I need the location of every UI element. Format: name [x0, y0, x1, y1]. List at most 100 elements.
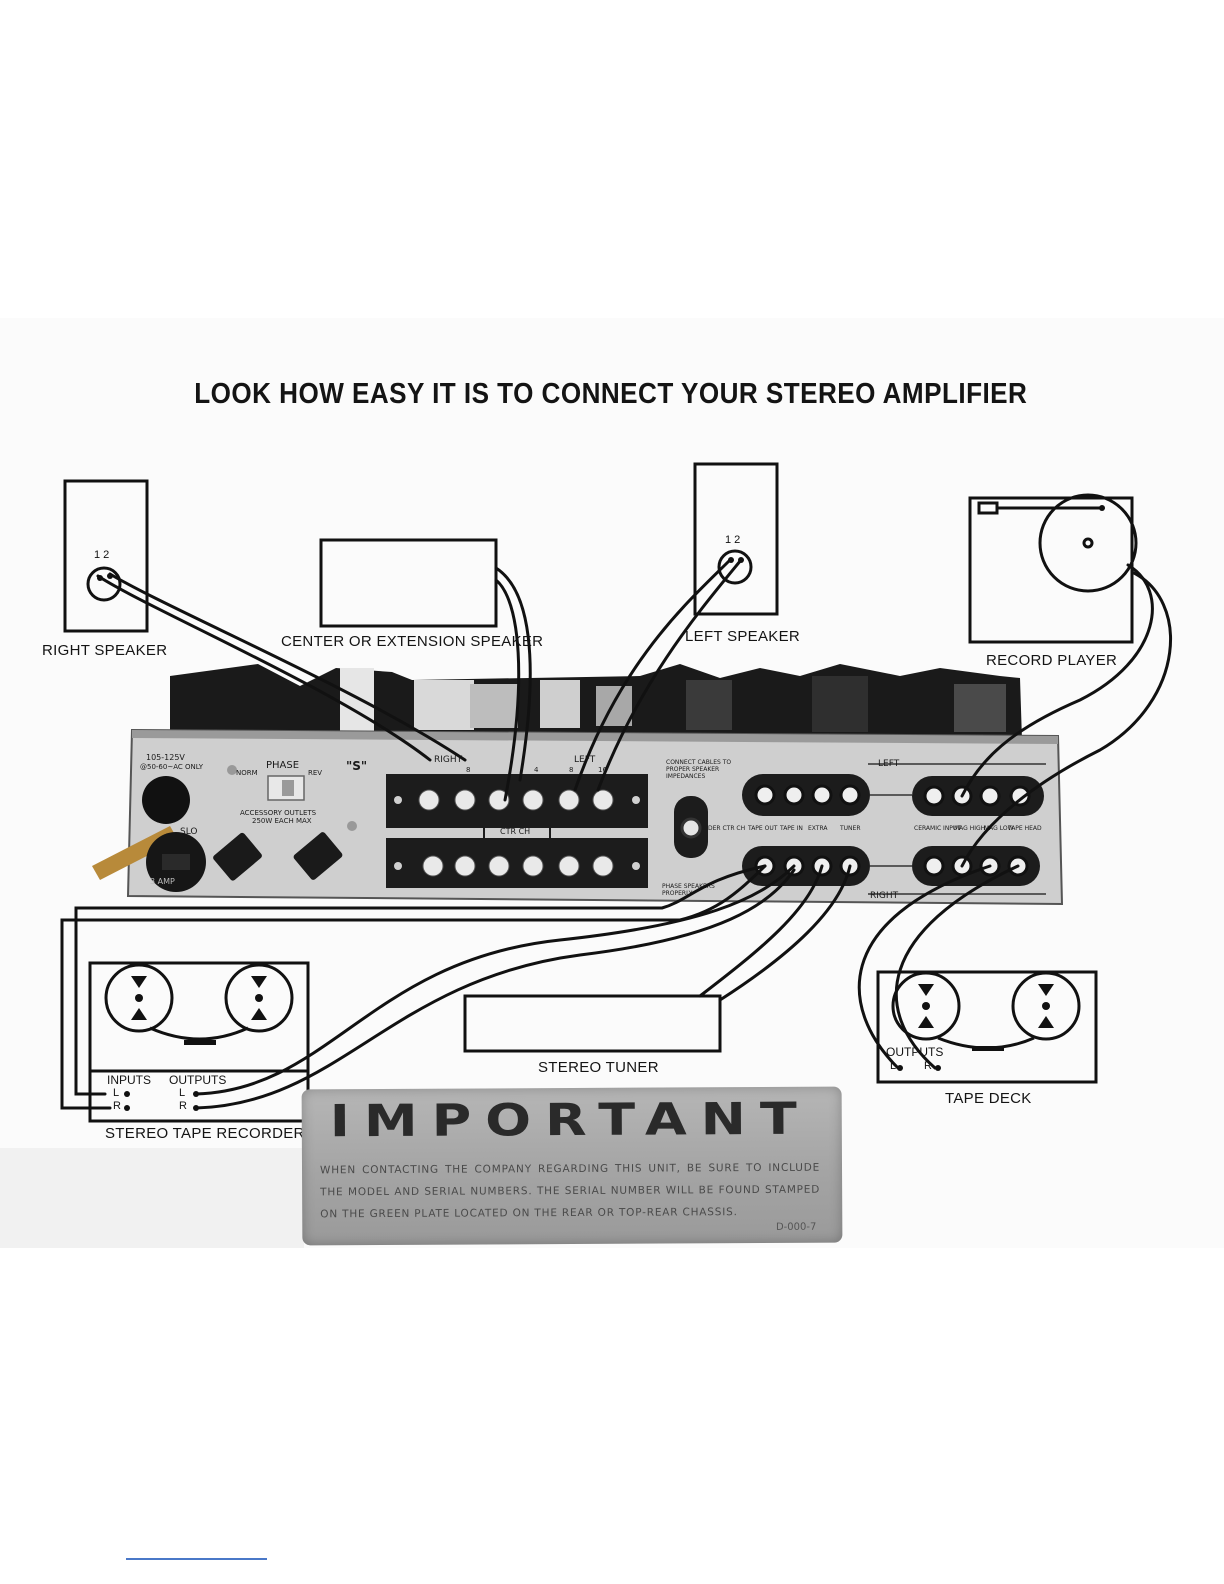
plug-dot	[738, 557, 744, 563]
fuse-rating: 3 AMP	[150, 877, 175, 886]
right-speaker-cable-1	[96, 574, 432, 762]
turntable-platter-icon	[1038, 493, 1138, 593]
left-speaker-terminal-numbers: 1 2	[725, 534, 740, 546]
tape-deck-outputs-label: OUTPUTS	[886, 1045, 944, 1059]
tape-deck-box	[876, 970, 1098, 1084]
spindle-icon	[1082, 537, 1094, 549]
ceramic-input-label: CERAMIC INPUT	[914, 825, 961, 832]
reel-spokes-4	[1038, 984, 1054, 1028]
record-player-box	[968, 496, 1134, 644]
tape-recorder-out-left	[194, 864, 796, 1096]
page-title: LOOK HOW EASY IT IS TO CONNECT YOUR STER…	[194, 378, 1028, 410]
fuse-label: SLO	[180, 827, 198, 837]
phase-rev-label: REV	[308, 769, 322, 777]
tape-out-label: TAPE OUT	[747, 825, 778, 832]
tape-recorder-label: STEREO TAPE RECORDER	[105, 1125, 305, 1142]
plate-code: D-000-7	[775, 1221, 817, 1233]
voltage-label-2: @50-60~AC ONLY	[140, 763, 204, 771]
tape-path-icon	[149, 1026, 249, 1041]
tuner-cable-2	[718, 864, 852, 1002]
record-player-cable-2	[960, 570, 1172, 868]
tape-deck-cable-2	[894, 864, 1020, 1070]
plug-dot	[97, 575, 103, 581]
left-speaker-terminal-icon	[717, 549, 753, 585]
important-text: When contacting the company regarding th…	[319, 1161, 821, 1221]
accessory-label: ACCESSORY OUTLETS	[240, 809, 317, 817]
tuner-jack-label: TUNER	[839, 825, 861, 832]
accessory-label-2: 250W EACH MAX	[252, 817, 312, 825]
important-title: IMPORTANT	[329, 1092, 811, 1147]
deck-tape-head-icon	[972, 1046, 1004, 1051]
tape-recorder-in-right	[60, 864, 767, 1110]
record-player-cable-1	[960, 563, 1154, 798]
mag-low-label: MAG LOW	[984, 825, 1014, 832]
connect-note: CONNECT CABLES TO	[666, 759, 731, 766]
connect-note-3: IMPEDANCES	[666, 773, 705, 780]
phase-label: PHASE	[266, 760, 299, 771]
deck-left-reel-icon	[891, 971, 961, 1041]
tape-recorder-box	[88, 961, 310, 1073]
stereo-tuner-box	[463, 994, 722, 1053]
tape-deck-label: TAPE DECK	[945, 1090, 1032, 1107]
plug-dot	[107, 573, 113, 579]
important-notice-plate: IMPORTANT When contacting the company re…	[301, 1086, 843, 1246]
terminal-8-label: 8	[466, 766, 470, 774]
tonearm-base-icon	[977, 501, 999, 515]
tape-recorder-outputs-label: OUTPUTS	[169, 1073, 227, 1087]
phase-note-2: PROPERLY	[662, 890, 693, 897]
tape-recorder-inputs-label: INPUTS	[107, 1073, 152, 1087]
right-reel-icon	[224, 963, 294, 1033]
tape-head-icon	[184, 1040, 216, 1045]
connect-note-2: PROPER SPEAKER	[666, 766, 719, 773]
tape-deck-out-r: R	[924, 1060, 932, 1072]
right-speaker-label: RIGHT SPEAKER	[42, 642, 168, 659]
center-speaker-cable-2	[494, 578, 521, 802]
plug-dot	[193, 1091, 199, 1097]
terminal-8b-label: 8	[569, 766, 573, 774]
reel-spokes-1	[131, 976, 147, 1020]
plug-dot	[897, 1065, 903, 1071]
tape-recorder-out-l: L	[179, 1087, 186, 1099]
phase-norm-label: NORM	[236, 769, 258, 777]
plug-dot	[1099, 505, 1105, 511]
tape-in-label: TAPE IN	[779, 825, 803, 832]
tape-recorder-out-right	[194, 868, 796, 1110]
ctr-ch-jack-label: DER CTR CH	[708, 825, 745, 832]
tuner-cable-1	[698, 864, 824, 998]
right-speaker-terminal-numbers: 1 2	[94, 549, 109, 561]
plug-dot	[124, 1091, 130, 1097]
cables	[60, 558, 1172, 1110]
tape-deck-cable-1	[857, 864, 992, 1070]
terminal-16-label: 16	[598, 766, 607, 774]
center-speaker-box	[319, 538, 498, 628]
left-speaker-cable-2	[596, 558, 743, 792]
tape-recorder-in-l: L	[113, 1087, 120, 1099]
center-speaker-cable-1	[494, 566, 532, 782]
stereo-tuner-label: STEREO TUNER	[538, 1059, 659, 1076]
amplifier-chassis: 105-125V @50-60~AC ONLY PHASE NORM REV "…	[92, 664, 1064, 906]
right-speaker-box	[63, 479, 149, 633]
extra-label: EXTRA	[808, 825, 828, 832]
plug-dot	[728, 557, 734, 563]
brand-logo: "S"	[346, 759, 367, 773]
mag-high-label: MAG HIGH	[954, 825, 985, 832]
scan-shadow	[0, 1148, 304, 1248]
tape-recorder-in-left	[74, 864, 767, 1096]
reel-spokes-3	[918, 984, 934, 1028]
tape-recorder-out-r: R	[179, 1100, 187, 1112]
page-underline	[126, 1558, 267, 1560]
tape-recorder-in-r: R	[113, 1100, 121, 1112]
tape-head-label: TAPE HEAD	[1007, 825, 1042, 832]
phase-note: PHASE SPEAKERS	[662, 883, 715, 890]
plug-dot	[124, 1105, 130, 1111]
left-speaker-box	[693, 462, 779, 616]
plug-dot	[193, 1105, 199, 1111]
ctr-ch-label: CTR CH	[500, 827, 530, 836]
terminal-4-label: 4	[534, 766, 539, 774]
inputs-right-label: RIGHT	[870, 891, 899, 901]
deck-right-reel-icon	[1011, 971, 1081, 1041]
tape-deck-out-l: L	[890, 1060, 897, 1072]
inputs-left-label: LEFT	[878, 759, 900, 769]
